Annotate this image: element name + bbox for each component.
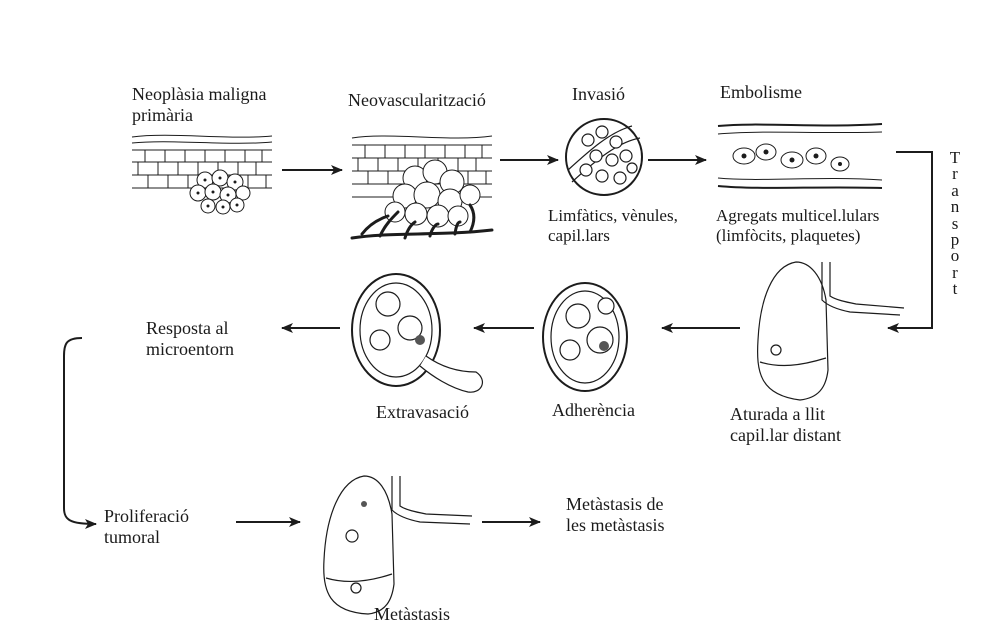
arrow-transport [888, 152, 932, 328]
invasion-illustration [566, 119, 642, 195]
label-invasion-routes: Limfàtics, vènules, capil.lars [548, 206, 678, 246]
label-tumor-proliferation: Proliferació tumoral [104, 506, 189, 548]
neovascularization-illustration [352, 136, 492, 238]
label-neovascularization: Neovascularització [348, 90, 486, 111]
label-invasion: Invasió [572, 84, 625, 105]
label-primary-neoplasia: Neoplàsia maligna primària [132, 84, 266, 126]
label-distant-arrest: Aturada a llit capil.lar distant [730, 404, 841, 446]
arrow-response-to-proliferation [64, 338, 96, 524]
embolism-illustration [718, 124, 882, 188]
label-metastasis-of-metastasis: Metàstasis de les metàstasis [566, 494, 664, 536]
label-embolism: Embolisme [720, 82, 802, 103]
adherence-illustration [543, 283, 627, 391]
transport-letter-8: t [945, 281, 965, 297]
lung-arrest-illustration [758, 262, 904, 400]
label-transport: Transport [945, 150, 965, 298]
metastasis-lung-illustration [324, 476, 472, 614]
label-microenvironment-response: Resposta al microentorn [146, 318, 234, 360]
primary-tissue-illustration [132, 135, 272, 214]
tumor-mass [385, 160, 480, 227]
extravasation-illustration [352, 274, 482, 392]
label-adherence: Adherència [552, 400, 635, 421]
label-embolism-aggregates: Agregats multicel.lulars (limfòcits, pla… [716, 206, 879, 246]
label-metastasis: Metàstasis [374, 604, 450, 625]
label-extravasation: Extravasació [376, 402, 469, 423]
